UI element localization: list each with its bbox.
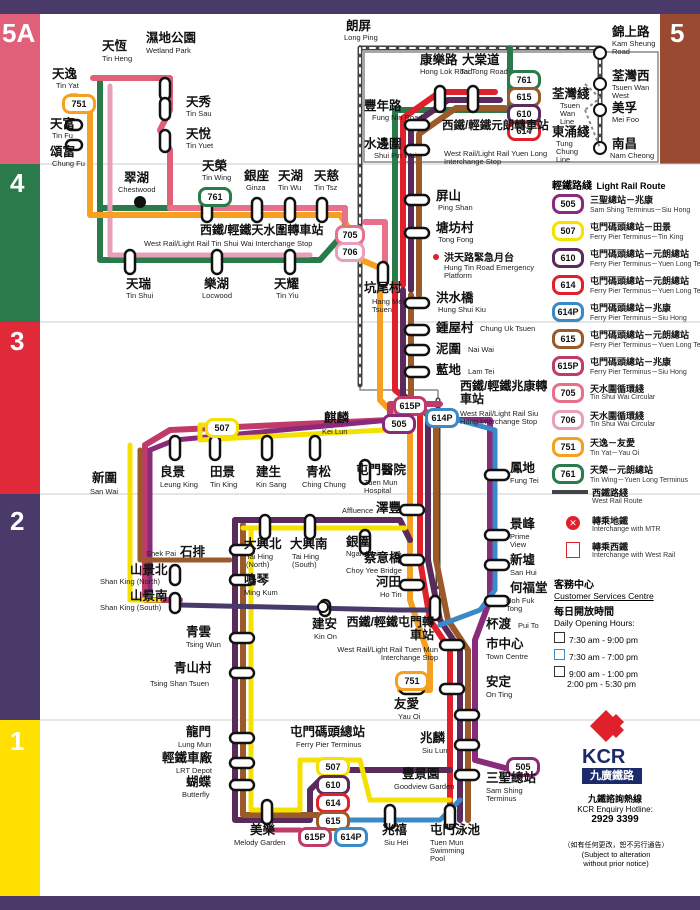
- legend-route-en: Ferry Pier Terminus－Tin King: [590, 234, 684, 241]
- legend-route-name: 屯門碼頭總站－田景: [590, 222, 672, 232]
- top-border: [0, 0, 700, 14]
- route-badge: 706: [335, 242, 365, 262]
- legend: 輕鐵路綫 Light Rail Route 505 三聖總站－兆康 Sam Shin…: [548, 172, 700, 502]
- bottom-border: [0, 896, 700, 910]
- legend-route-badge: 507: [552, 221, 584, 241]
- customer-services-centre: 客務中心 Customer Services Centre 每日開放時間 Dai…: [554, 580, 654, 689]
- legend-route-name: 天榮－元朗總站: [590, 465, 654, 475]
- zone-bar-3: 3: [0, 322, 40, 494]
- legend-route-en: Tin Shui Wai Circular: [590, 421, 656, 428]
- legend-route-name: 天水圍循環綫: [590, 384, 645, 394]
- legend-route-badge: 614P: [552, 302, 584, 322]
- legend-route-en: Ferry Pier Terminus－Yuen Long Terminus: [590, 261, 700, 268]
- zone-bar-2: 2: [0, 494, 40, 720]
- legend-route-name: 三聖總站－兆康: [590, 195, 654, 205]
- house-icon: [554, 649, 565, 660]
- route-badge: 615P: [393, 396, 427, 416]
- zone-bar-5: 5: [660, 14, 700, 164]
- route-badge: 505: [506, 757, 540, 777]
- brand-zh: 九廣鐵路: [582, 768, 642, 784]
- zone-bar-5a: 5A: [0, 14, 40, 164]
- route-badge: 751: [62, 94, 96, 114]
- legend-route-badge: 751: [552, 437, 584, 457]
- route-badge: 507: [205, 418, 239, 438]
- legend-route-name: 屯門碼頭總站－元朗總站: [590, 276, 690, 286]
- legend-route-badge: 615P: [552, 356, 584, 376]
- zone-label: 5: [670, 18, 685, 48]
- zone-label: 5A: [2, 18, 36, 48]
- kcr-logo: [582, 706, 632, 746]
- legend-route-en: Tin Yat－Yau Oi: [590, 450, 640, 457]
- legend-route-badge: 615: [552, 329, 584, 349]
- route-badge: 761: [198, 187, 232, 207]
- legend-route-badge: 614: [552, 275, 584, 295]
- route-badge: 614P: [334, 827, 368, 847]
- legend-route-name: 屯門碼頭總站－元朗總站: [590, 249, 690, 259]
- house-icon: [554, 632, 565, 643]
- zone-bar-1: 1: [0, 720, 40, 896]
- route-badge: 614: [316, 793, 350, 813]
- legend-route-name: 天逸－友愛: [590, 438, 636, 448]
- legend-route-badge: 505: [552, 194, 584, 214]
- legend-route-en: Sam Shing Terminus－Siu Hong: [590, 207, 691, 214]
- house-icon: [554, 666, 565, 677]
- route-badge: 610: [316, 775, 350, 795]
- legend-route-en: Ferry Pier Terminus－Siu Hong: [590, 369, 687, 376]
- route-badge: 615: [316, 811, 350, 831]
- route-badge: 614P: [425, 408, 459, 428]
- west-rail-interchange-icon: [566, 542, 580, 558]
- route-badge: 507: [316, 757, 350, 777]
- legend-route-name: 天水圍循環綫: [590, 411, 645, 421]
- zone-label: 1: [10, 726, 25, 756]
- legend-route-en: Ferry Pier Terminus－Yuen Long Terminus: [590, 342, 700, 349]
- legend-route-badge: 706: [552, 410, 584, 430]
- zone-label: 2: [10, 506, 25, 536]
- route-badge: 751: [395, 671, 429, 691]
- legend-route-name: 屯門碼頭總站－兆康: [590, 303, 672, 313]
- legend-route-badge: 705: [552, 383, 584, 403]
- mtr-interchange-icon: ✕: [566, 516, 580, 530]
- route-badge: 614: [507, 121, 541, 141]
- legend-route-en: Ferry Pier Terminus－Yuen Long Terminus: [590, 288, 700, 295]
- route-badge: 505: [382, 414, 416, 434]
- legend-route-en: Tin Shui Wai Circular: [590, 394, 656, 401]
- hotline: 九鐵諮詢熱線 KCR Enquiry Hotline: 2929 3399: [577, 794, 653, 825]
- zone-label: 3: [10, 326, 25, 356]
- zone-bar-4: 4: [0, 164, 40, 322]
- disclaimer: （如有任何更改，恕不另行通告） (Subject to alteration w…: [563, 842, 669, 868]
- legend-route-en: Tin Wing－Yuen Long Terminus: [590, 477, 689, 484]
- legend-west-rail: [552, 490, 588, 494]
- legend-route-en: Ferry Pier Terminus－Siu Hong: [590, 315, 687, 322]
- route-badge: 615P: [298, 827, 332, 847]
- legend-route-name: 屯門碼頭總站－兆康: [590, 357, 672, 367]
- legend-route-badge: 610: [552, 248, 584, 268]
- kcr-logo-mark: [590, 710, 624, 742]
- zone-label: 4: [10, 168, 25, 198]
- legend-route-badge: 761: [552, 464, 584, 484]
- legend-title: 輕鐵路綫 Light Rail Route: [552, 181, 666, 192]
- brand-kcr: KCR: [582, 746, 626, 768]
- legend-route-name: 屯門碼頭總站－元朗總站: [590, 330, 690, 340]
